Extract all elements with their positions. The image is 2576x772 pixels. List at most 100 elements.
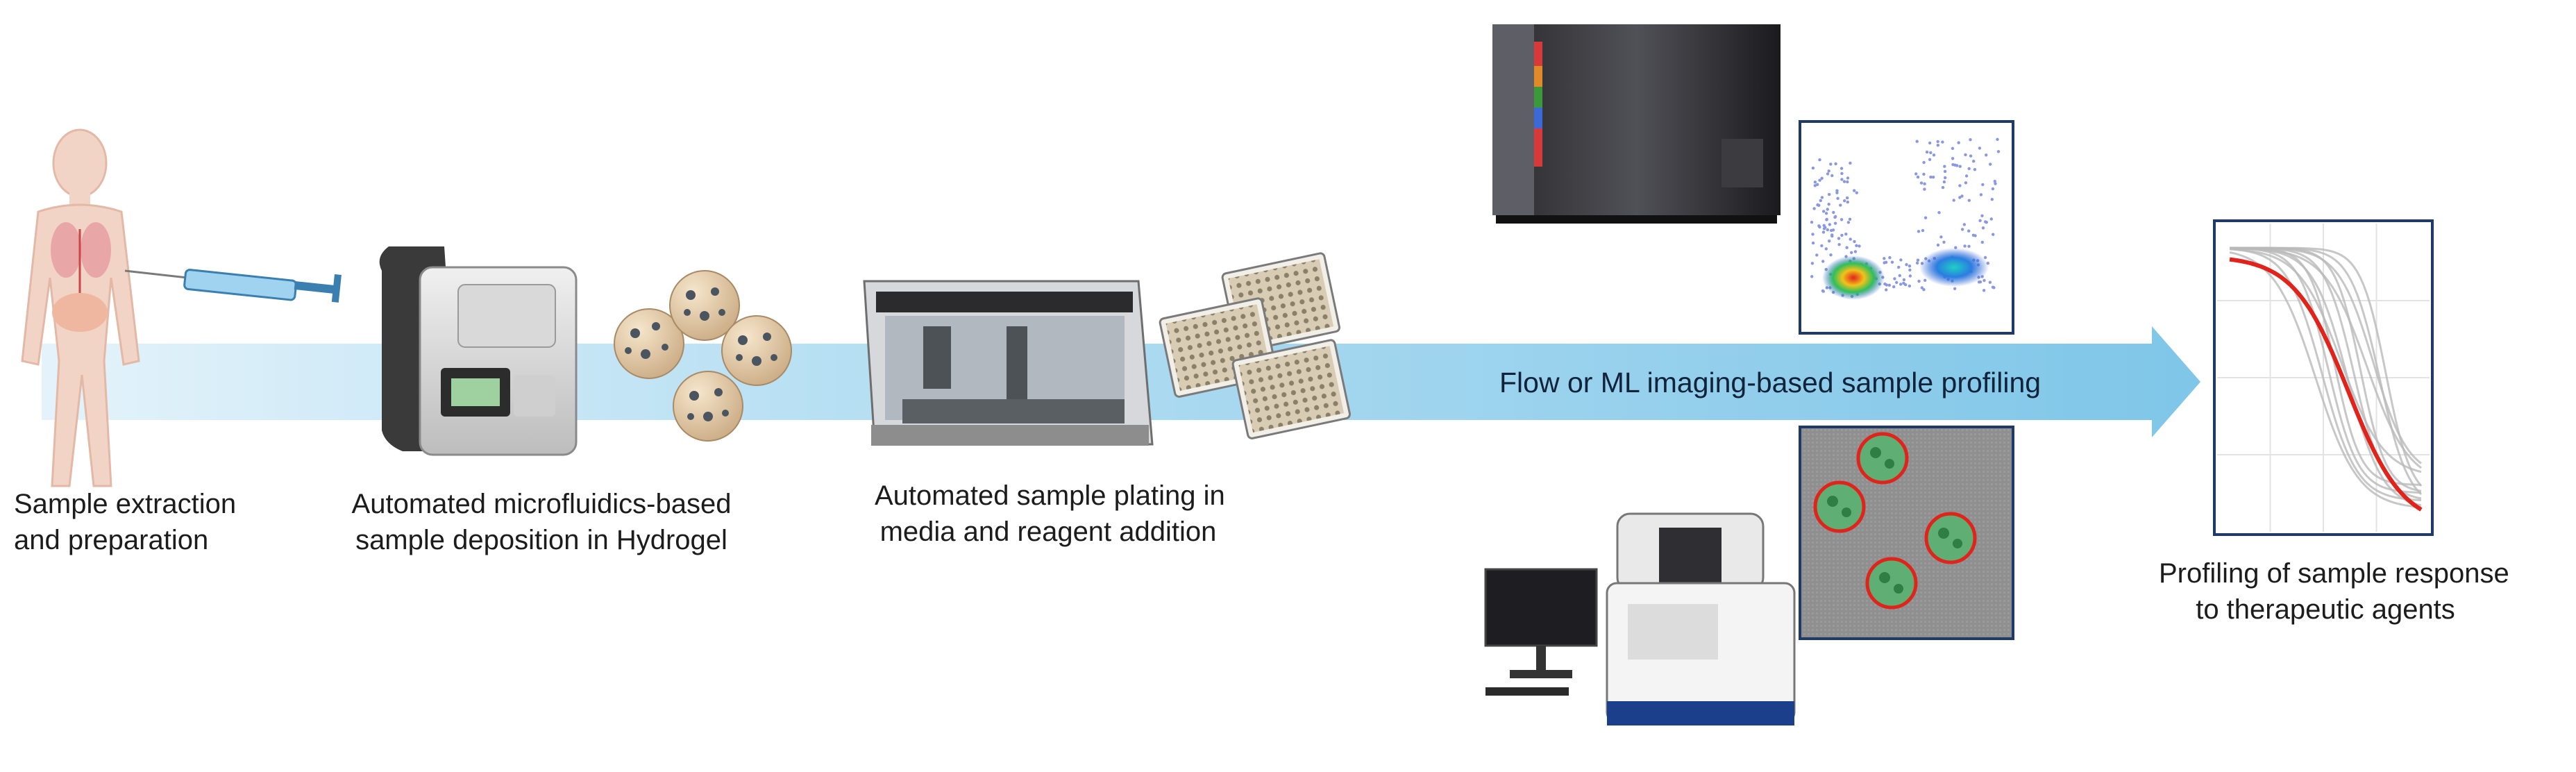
flow-event-point (1846, 176, 1850, 180)
flow-event-point (1828, 240, 1831, 243)
flow-event-point (1829, 162, 1833, 166)
flow-event-point (1811, 241, 1815, 245)
flow-event-point (1977, 280, 1981, 284)
flow-event-point (1996, 150, 2001, 153)
flow-event-point (1905, 263, 1908, 267)
flow-event-point (1922, 172, 1926, 176)
flow-event-point (1812, 207, 1816, 210)
flow-event-point (1985, 153, 1988, 157)
flow-event-point (1811, 166, 1815, 170)
flow-event-point (1827, 169, 1830, 173)
flow-event-point (1964, 181, 1968, 185)
flow-event-point (1972, 160, 1976, 163)
flow-event-point (1982, 278, 1986, 283)
flow-event-point (1920, 286, 1923, 290)
flow-event-point (1836, 196, 1840, 200)
flow-event-point (1885, 283, 1889, 287)
flow-event-point (1843, 199, 1846, 203)
flow-event-point (1993, 180, 1996, 183)
flow-event-point (1981, 183, 1985, 187)
step-label-line: sample deposition in Hydrogel (355, 525, 727, 555)
human-body-icon (21, 128, 140, 487)
flow-event-point (1922, 160, 1926, 165)
flow-event-point (1837, 243, 1841, 246)
imaging-panel (1799, 426, 2014, 640)
flow-event-point (1973, 234, 1977, 237)
flow-event-point (1996, 137, 1999, 141)
flow-event-point (1832, 210, 1835, 215)
flow-event-point (1964, 174, 1969, 178)
flow-event-point (1853, 189, 1856, 192)
flow-event-point (1898, 274, 1901, 278)
flow-event-point (1958, 196, 1962, 199)
flow-event-point (1815, 253, 1819, 257)
flow-event-point (1967, 167, 1971, 171)
flow-event-point (1830, 174, 1834, 178)
flow-event-point (1943, 169, 1947, 174)
flow-event-point (1923, 182, 1926, 185)
flow-event-point (1840, 167, 1844, 170)
flow-event-point (1897, 265, 1901, 269)
flow-event-point (1979, 193, 1983, 196)
arrow-label: Flow or ML imaging-based sample profilin… (1499, 367, 2042, 398)
flow-event-point (1828, 223, 1831, 226)
flow-event-point (1980, 240, 1984, 244)
flow-event-point (1824, 226, 1827, 229)
flow-plot-panel (1799, 120, 2014, 335)
flow-event-point (1937, 211, 1941, 215)
flow-event-point (1855, 244, 1858, 247)
step-label-extraction: Sample extraction and preparation (14, 486, 237, 558)
flow-event-point (1816, 183, 1819, 186)
flow-event-point (1853, 250, 1858, 253)
step-label-line: Automated microfluidics-based (351, 489, 732, 519)
flow-event-point (1992, 233, 1995, 236)
flow-event-point (1915, 140, 1919, 143)
flow-event-point (1960, 228, 1964, 231)
flow-event-point (1921, 228, 1925, 233)
flow-event-point (1994, 182, 1997, 185)
flow-event-point (1826, 172, 1830, 176)
well-plates-icon (1159, 252, 1352, 439)
flow-event-point (1858, 244, 1861, 248)
flow-event-point (1817, 203, 1821, 207)
flow-event-point (1923, 216, 1928, 219)
flow-event-point (1846, 221, 1851, 224)
flow-event-point (1982, 289, 1986, 292)
flow-event-point (1824, 212, 1828, 215)
flow-event-point (1839, 203, 1842, 207)
flow-event-point (1988, 280, 1992, 284)
flow-event-point (1845, 246, 1849, 249)
step-label-line: Automated sample plating in (875, 480, 1225, 511)
flow-event-point (1915, 261, 1919, 265)
flow-event-point (1932, 153, 1936, 157)
flow-event-point (1936, 243, 1940, 247)
flow-event-point (1929, 175, 1933, 179)
flow-event-point (1929, 151, 1933, 155)
step-label-line: media and reagent addition (879, 517, 1217, 547)
flow-event-point (1899, 258, 1903, 262)
background-series-line (2229, 247, 2422, 469)
step-label-plating: Automated sample plating in media and re… (875, 478, 1225, 550)
flow-event-point (1899, 283, 1903, 286)
flow-event-point (1850, 251, 1853, 254)
flow-event-point (1917, 279, 1921, 283)
flow-event-point (1825, 217, 1828, 221)
flow-event-point (1908, 284, 1912, 288)
flow-event-point (1991, 187, 1995, 191)
monitor-icon (1484, 568, 1598, 696)
flow-event-point (1817, 224, 1821, 228)
flow-event-point (1818, 178, 1821, 182)
step-label-line: to therapeutic agents (2196, 594, 2455, 625)
flow-event-point (1885, 288, 1888, 292)
step-label-line: and preparation (14, 525, 209, 555)
flow-event-point (1914, 172, 1918, 176)
flow-event-point (1834, 162, 1837, 166)
flow-event-point (1919, 181, 1923, 185)
step-label-deposition: Automated microfluidics-based sample dep… (347, 486, 736, 558)
flow-event-point (1821, 289, 1825, 293)
flow-event-point (1942, 180, 1946, 184)
step-label-line: Sample extraction (14, 489, 237, 519)
flow-event-point (1893, 277, 1896, 280)
background-series-line (2229, 248, 2422, 502)
flow-event-point (1967, 199, 1971, 202)
